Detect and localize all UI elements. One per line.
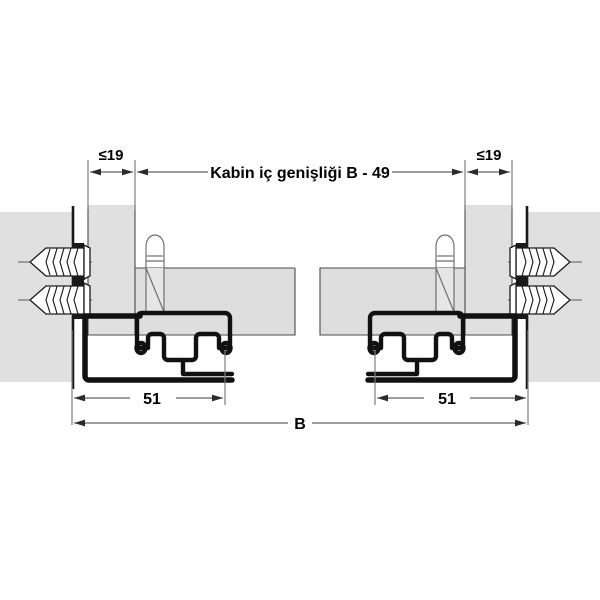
dimension-rail-offset-left: 51: [74, 391, 223, 408]
dim-label-clearance-left: ≤19: [99, 147, 124, 164]
dowel-left-head: [145, 234, 165, 269]
dowel-right: [435, 234, 455, 313]
mounting-screws-right: [508, 244, 582, 318]
dim-label-cabinet-inner-width: Kabin iç genişliği B - 49: [210, 165, 390, 182]
dim-label-rail-offset-left: 51: [143, 391, 161, 408]
slide-rail-left-outer-channel: [82, 313, 235, 383]
slide-rail-right-hook: [365, 357, 420, 377]
dowel-right-hatch: [435, 267, 455, 313]
screw-head-left-lower: [83, 282, 91, 318]
slide-rail-right-outer-channel: [365, 313, 518, 383]
dim-label-clearance-right: ≤19: [477, 147, 502, 164]
slide-rail-right-inner-profile: [367, 310, 466, 363]
slide-rail-left-bearing-right: [219, 340, 233, 356]
slide-rail-right-bearing-right: [452, 340, 466, 356]
dowel-left-hatch: [145, 267, 165, 313]
drawer-bottom-left-right-edge: [135, 268, 296, 336]
screw-head-right-upper: [509, 244, 517, 280]
dimension-clearance-left: ≤19: [90, 147, 133, 176]
mounting-plate-right-body: [516, 243, 527, 319]
dimension-rail-offset-right: 51: [377, 391, 526, 408]
dimension-extension-lines-bottom: [71, 330, 529, 425]
dim-label-rail-offset-right: 51: [438, 391, 456, 408]
slide-rail-right-bearing-left: [367, 340, 381, 356]
dimension-cabinet-inner-width: Kabin iç genişliği B - 49: [137, 165, 463, 182]
mounting-plate-left-body: [73, 243, 84, 319]
dowel-left: [145, 234, 165, 313]
dimension-clearance-right: ≤19: [467, 147, 510, 176]
dowel-right-head: [435, 234, 455, 269]
slide-rail-left: [82, 310, 235, 383]
screw-threads-right-lower: [521, 285, 555, 315]
dimension-extension-lines-top: [87, 160, 513, 210]
screw-head-left-upper: [83, 244, 91, 280]
dim-label-total-width: B: [294, 416, 306, 433]
slide-rail-left-inner-profile: [134, 310, 233, 363]
slide-rail-left-bearing-left: [134, 340, 148, 356]
slide-rail-left-hook: [180, 357, 235, 377]
screw-threads-left-upper: [45, 247, 79, 277]
screw-head-right-lower: [509, 282, 517, 318]
screw-threads-left-lower: [45, 285, 79, 315]
dimension-total-width: B: [74, 416, 526, 433]
slide-rail-right: [365, 310, 518, 383]
screw-threads-right-upper: [521, 247, 555, 277]
mounting-screws-left: [18, 244, 92, 318]
